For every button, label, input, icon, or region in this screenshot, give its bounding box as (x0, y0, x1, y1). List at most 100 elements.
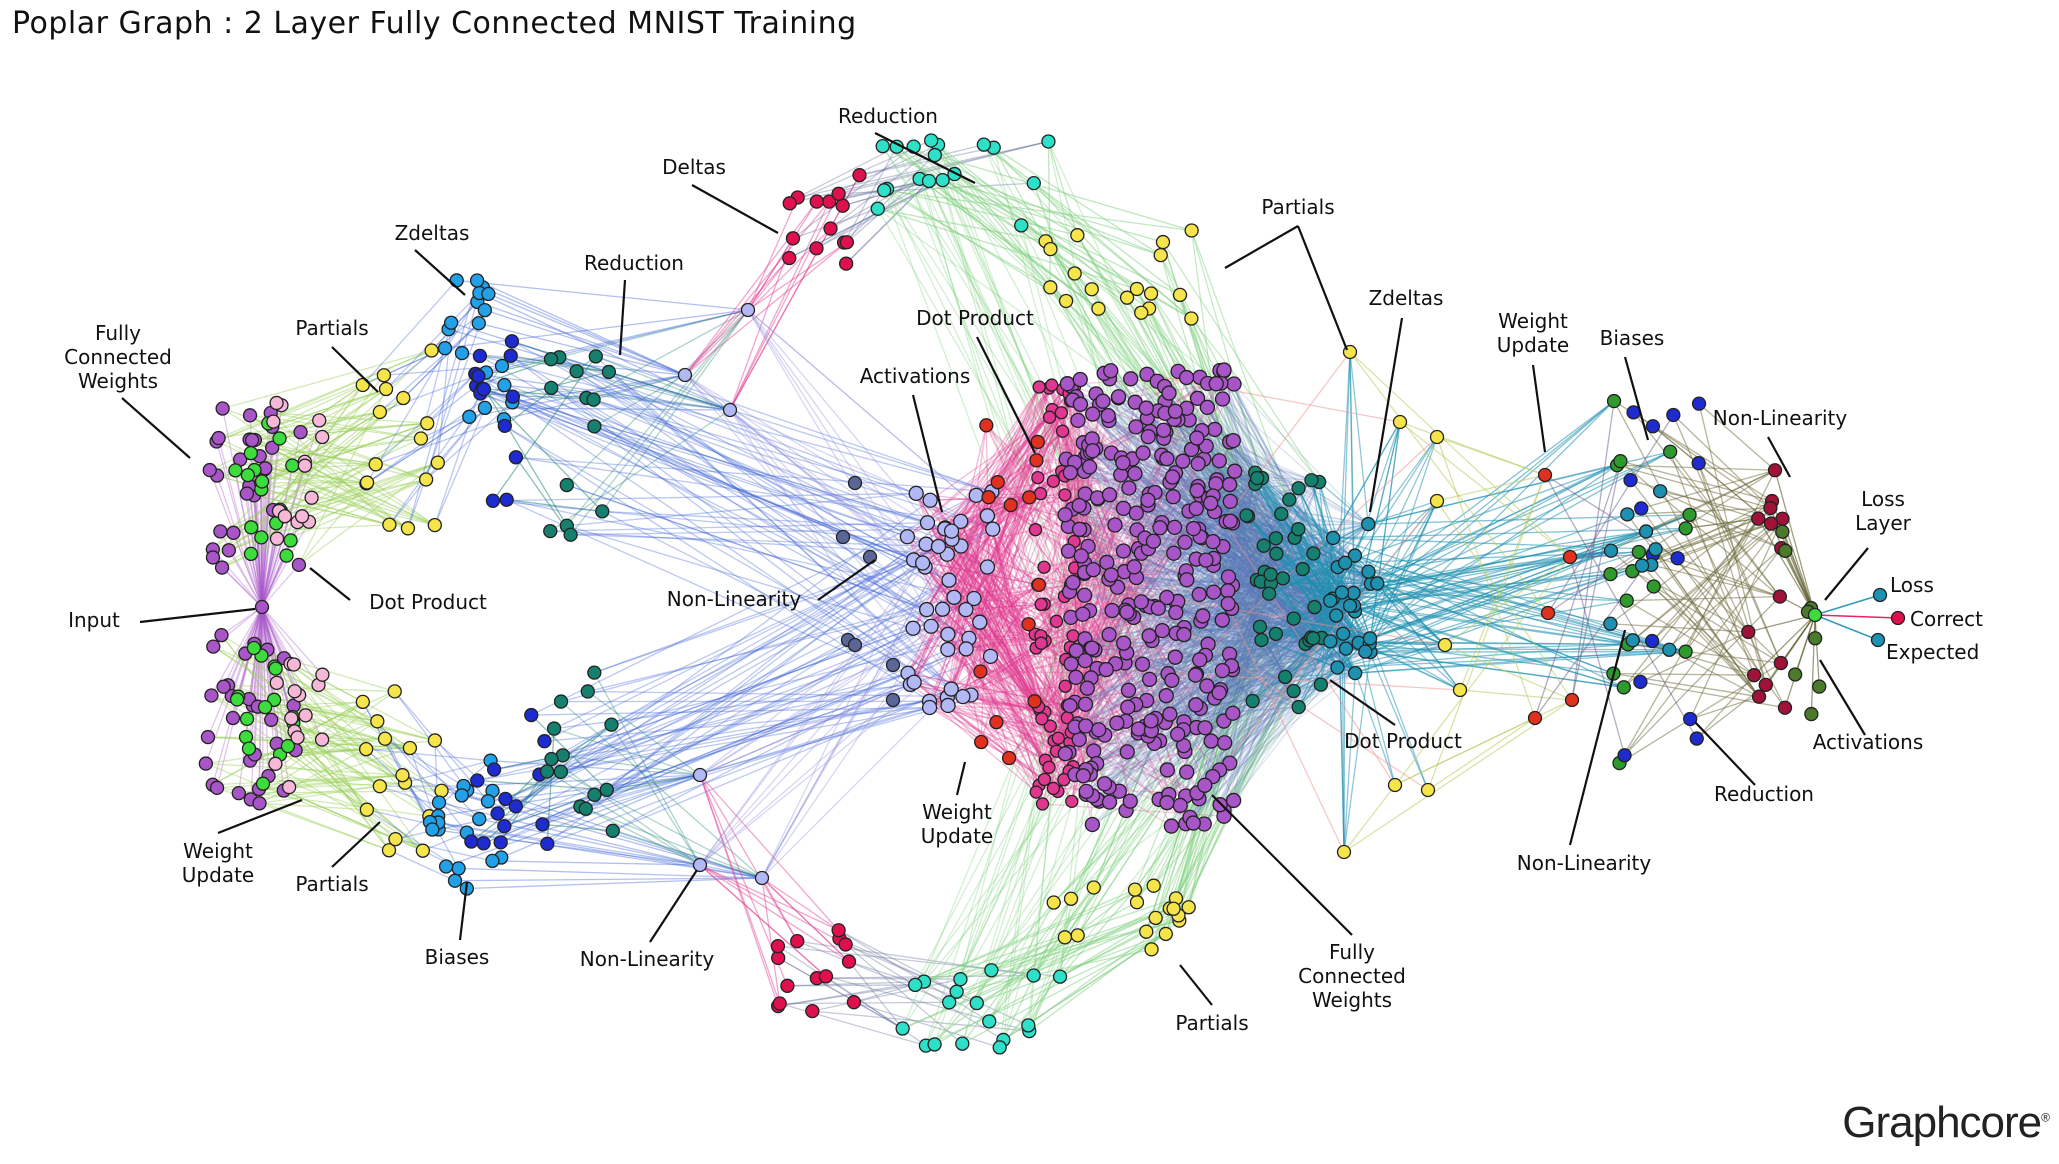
label-fc-weights-left: Weights (78, 369, 158, 393)
graph-edge (608, 371, 964, 698)
graph-edge (477, 779, 607, 791)
graph-edge (729, 409, 975, 599)
graph-edge (1245, 514, 1344, 635)
graph-edge (1037, 584, 1179, 735)
graph-node (553, 694, 569, 709)
graph-node (1307, 599, 1322, 615)
graph-edge (699, 546, 940, 866)
graph-edge (550, 358, 950, 581)
graph-edge (986, 412, 1062, 517)
graph-node (1804, 706, 1819, 722)
graph-edge (1222, 606, 1315, 621)
graph-edge (479, 355, 970, 639)
graph-node (1336, 844, 1352, 860)
graph-node (477, 400, 493, 416)
leader-line (1211, 794, 1353, 936)
graph-node (286, 657, 301, 672)
graph-edge (973, 460, 1038, 599)
graph-edge (1161, 454, 1307, 645)
graph-edge (944, 496, 989, 529)
graph-node (1648, 542, 1663, 557)
graph-edge (1084, 470, 1303, 570)
graph-edge (914, 774, 1076, 986)
graph-edge (777, 957, 903, 1030)
graph-edge (492, 492, 917, 502)
graph-edge (1427, 717, 1536, 791)
graph-node (982, 1014, 997, 1029)
graph-edge (979, 621, 1058, 752)
graph-edge (1232, 583, 1272, 714)
graph-node (402, 740, 418, 756)
graph-edge (501, 774, 701, 859)
graph-node (1072, 371, 1088, 388)
graph-edge (951, 400, 1071, 540)
graph-edge (1053, 740, 1198, 794)
graph-edge (884, 189, 1192, 232)
graph-node (1269, 546, 1284, 561)
graph-node (1128, 419, 1144, 435)
graph-edge (1641, 469, 1776, 510)
label-non-linearity-right-top: Non-Linearity (1713, 406, 1848, 430)
graph-edge (1367, 500, 1438, 525)
graph-node (953, 972, 968, 987)
graph-edge (232, 717, 424, 852)
graph-node (214, 560, 230, 575)
graph-edge (699, 774, 781, 1004)
graph-node (1101, 626, 1117, 643)
graph-node (1335, 626, 1351, 641)
graph-node (395, 768, 410, 783)
graph-edge (960, 430, 1064, 547)
graph-edge (1090, 514, 1247, 649)
graph-node (976, 137, 992, 152)
graph-edge (253, 482, 367, 496)
graph-edge (960, 545, 1071, 648)
graph-node (935, 172, 950, 188)
graph-edge (845, 943, 963, 1045)
graph-edge (483, 388, 603, 512)
graph-edge (968, 637, 1046, 642)
graph-edge (270, 412, 390, 526)
graph-node (677, 367, 693, 383)
graph-node (914, 555, 931, 571)
graph-node (1198, 552, 1214, 568)
graph-node (1177, 534, 1193, 550)
graph-node (1063, 891, 1079, 906)
graph-edge (1337, 566, 1629, 645)
graph-edge (220, 437, 422, 532)
graph-node (540, 836, 555, 851)
graph-edge (261, 606, 300, 696)
graph-edge (1072, 635, 1206, 656)
graph-edge (1814, 614, 1879, 641)
graph-edge (1035, 383, 1217, 649)
label-weight-update-left: Weight (183, 839, 253, 863)
label-partials-bottom: Partials (1175, 1011, 1248, 1035)
graph-node (918, 536, 934, 552)
graph-node (1120, 699, 1136, 715)
graph-edge (1630, 479, 1749, 633)
graph-edge (1677, 557, 1781, 598)
leader-line (458, 881, 469, 941)
graph-edge (1035, 529, 1163, 632)
graph-edge (261, 606, 264, 784)
graph-node (908, 977, 923, 993)
graph-edge (250, 785, 380, 801)
graph-node (254, 599, 270, 615)
graph-edge (699, 864, 839, 931)
graph-edge (946, 553, 1036, 635)
graph-node (1751, 689, 1767, 704)
graph-edge (999, 889, 1136, 1048)
graph-node (974, 734, 989, 750)
graph-edge (477, 696, 948, 782)
graph-edge (729, 409, 972, 696)
graph-edge (979, 584, 1040, 623)
graph-node (1051, 731, 1065, 745)
graph-edge (566, 484, 927, 611)
graph-edge (777, 945, 903, 1030)
graph-node (1268, 626, 1284, 642)
graph-node (921, 699, 938, 716)
graph-edge (566, 309, 749, 527)
graph-edge (559, 356, 927, 545)
graph-edge (992, 528, 1036, 702)
graph-node (447, 873, 463, 888)
graph-node (246, 640, 262, 656)
